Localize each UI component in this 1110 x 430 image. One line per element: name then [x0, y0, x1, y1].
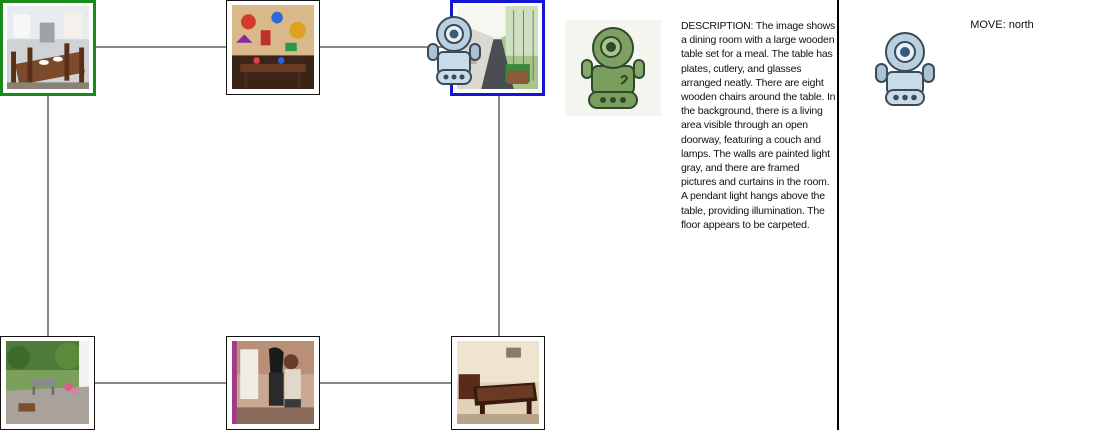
blue-robot-icon: [427, 14, 481, 92]
garden-patio-photo: [6, 341, 89, 424]
green-robot-icon: [565, 20, 661, 116]
map-edge: [498, 95, 500, 337]
map-edge: [320, 382, 452, 384]
map-edge: [47, 95, 49, 337]
kids-art-room-photo: [232, 5, 314, 89]
map-edge: [94, 382, 227, 384]
hallway-photo: [457, 6, 538, 89]
billiard-room-photo: [457, 341, 539, 424]
move-label: MOVE: north: [970, 19, 1034, 31]
map-edge: [320, 46, 452, 48]
map-node-garden-patio[interactable]: [0, 336, 95, 430]
room-map: [0, 0, 545, 430]
panel-divider: [837, 0, 839, 430]
blue-robot-icon: [874, 30, 936, 110]
map-node-kids-art-room[interactable]: [226, 0, 320, 95]
map-node-billiard-room[interactable]: [451, 336, 545, 430]
map-node-painting-studio[interactable]: [226, 336, 320, 430]
scene-description: DESCRIPTION: The image shows a dining ro…: [681, 20, 836, 231]
map-node-dining-room[interactable]: [0, 0, 96, 96]
map-node-hallway[interactable]: [450, 0, 545, 96]
painting-studio-photo: [232, 341, 314, 424]
map-edge: [94, 46, 227, 48]
dining-room-photo: [7, 6, 89, 89]
